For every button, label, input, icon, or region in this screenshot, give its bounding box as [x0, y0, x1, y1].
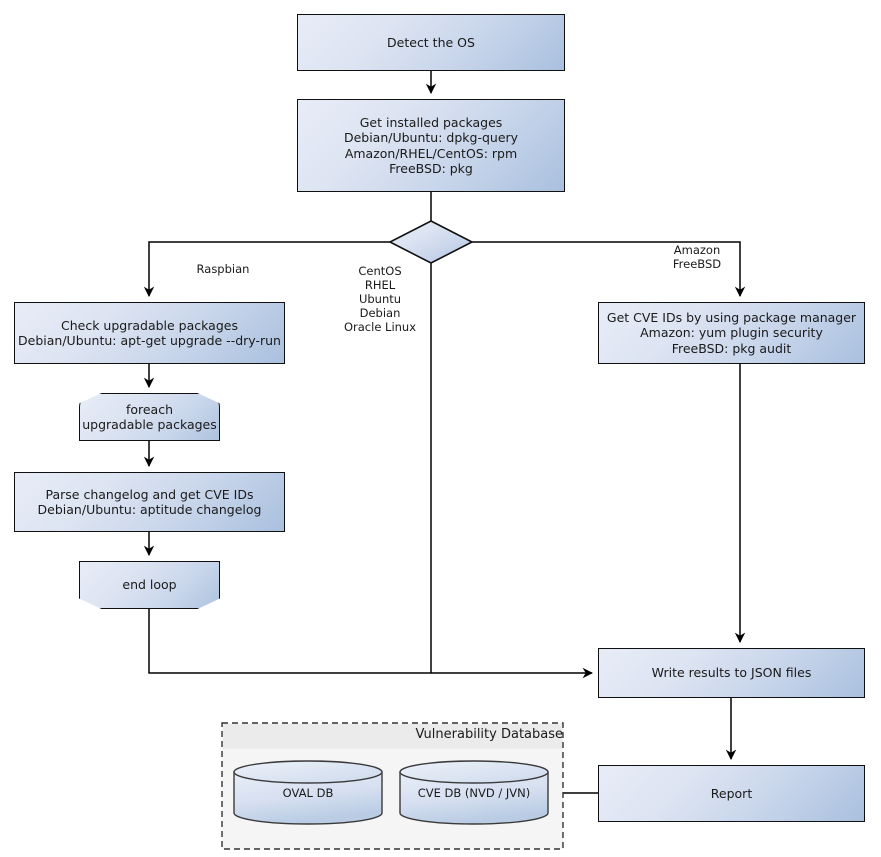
vulnerability-database-group-title: Vulnerability Database	[415, 727, 563, 742]
node-check-upgradable-packages[interactable]: Check upgradable packages Debian/Ubuntu:…	[14, 302, 285, 364]
node-detect-os[interactable]: Detect the OS	[297, 14, 565, 71]
os-decision-diamond	[388, 220, 474, 264]
edge-label-centos-rhel-ubuntu-debian-oracle: CentOS RHEL Ubuntu Debian Oracle Linux	[343, 264, 417, 335]
node-end-loop[interactable]: end loop	[79, 561, 220, 609]
cve-db-label: CVE DB (NVD / JVN)	[417, 786, 531, 800]
oval-db-label: OVAL DB	[282, 786, 334, 800]
node-get-cve-ids[interactable]: Get CVE IDs by using package manager Ama…	[598, 302, 865, 364]
edge-label-raspbian: Raspbian	[196, 262, 250, 276]
edge-endloop-to-write-results	[148, 609, 594, 679]
node-parse-changelog[interactable]: Parse changelog and get CVE IDs Debian/U…	[14, 472, 285, 532]
node-write-results-to-json[interactable]: Write results to JSON files	[598, 648, 865, 698]
node-report[interactable]: Report	[598, 765, 865, 822]
edge-decision-to-get-cve-ids	[472, 241, 746, 298]
edge-label-amazon-freebsd: Amazon FreeBSD	[672, 243, 722, 272]
edge-decision-to-check-upgradable	[143, 241, 390, 298]
cve-db-cylinder	[399, 760, 549, 825]
node-get-installed-packages[interactable]: Get installed packages Debian/Ubuntu: dp…	[297, 99, 565, 192]
vulnerability-database-group	[221, 722, 564, 850]
node-foreach-upgradable-packages[interactable]: foreach upgradable packages	[79, 393, 220, 441]
oval-db-cylinder	[233, 760, 383, 825]
